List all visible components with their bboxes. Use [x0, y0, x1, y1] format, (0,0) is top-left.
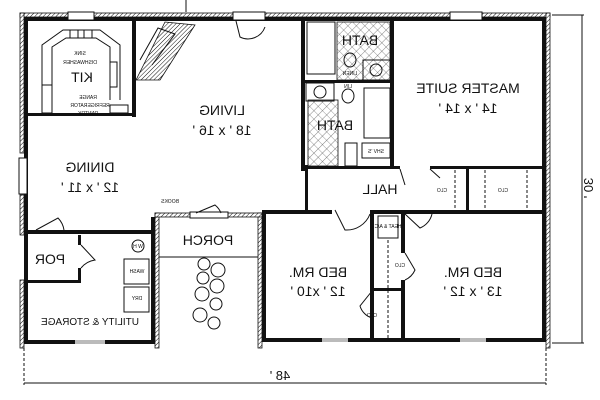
books-label: BOOKS	[160, 199, 178, 205]
dry-label: DRY	[131, 296, 142, 302]
dimension-lines	[23, 0, 584, 385]
linen2-label: LIN	[344, 84, 352, 90]
kitchen-label: KIT	[71, 69, 93, 85]
sink-label: SINK	[74, 51, 86, 57]
por-label: POR	[35, 251, 65, 267]
width-dimension: 48 '	[270, 368, 291, 383]
fireplace	[135, 21, 196, 81]
bath-upper-label: BATH	[342, 32, 378, 48]
dining-label: DINING	[66, 159, 115, 175]
room-labels: KIT SINK DISHWASHER RANGE REFRIGERATOR P…	[35, 32, 520, 383]
range-label: RANGE	[78, 95, 96, 101]
closet-label: CLO	[498, 188, 508, 194]
closet-label: CLO	[367, 313, 377, 319]
hall-label: HALL	[362, 181, 397, 197]
living-size: 18 ' x 16 '	[192, 122, 251, 138]
heat-ac-label: HEAT & A/C	[374, 224, 401, 230]
dishwasher-label: DISHWASHER	[63, 60, 97, 66]
water-heater-label: W H	[133, 244, 143, 250]
shv-label: SHV 'S	[367, 149, 384, 155]
refrigerator-label: REFRIGERATOR	[70, 103, 110, 109]
bed1-label: BED RM.	[289, 264, 347, 280]
bed2-label: BED RM.	[444, 264, 502, 280]
closet-label: CLO	[395, 263, 405, 269]
pantry-label: PANTRY	[77, 111, 97, 117]
kitchen-counters	[41, 29, 129, 114]
bed2-size: 13 ' x 12 '	[443, 283, 502, 299]
dining-size: 12 ' x 11 '	[61, 179, 119, 195]
closet-label: CLO	[437, 188, 447, 194]
master-suite-size: 14 ' x 14 '	[438, 100, 497, 116]
utility-storage-label: UTILITY & STORAGE	[41, 317, 139, 328]
windows	[18, 11, 486, 344]
linen-label: LINEN	[342, 71, 357, 77]
closets	[377, 170, 528, 338]
interior-walls	[28, 21, 542, 340]
bath-fixtures	[305, 21, 391, 167]
depth-dimension: 30 '	[581, 178, 596, 199]
master-suite-label: MASTER SUITE	[416, 80, 519, 96]
wash-label: WASH	[129, 269, 144, 275]
living-label: LIVING	[199, 102, 245, 118]
bed1-size: 12 ' x10 '	[290, 283, 345, 299]
doors	[35, 20, 441, 319]
bath-lower-label: BATH	[317, 117, 353, 133]
laundry-appliances	[123, 239, 150, 313]
porch-stepping-stones	[159, 256, 258, 330]
porch-label: PORCH	[183, 232, 234, 248]
